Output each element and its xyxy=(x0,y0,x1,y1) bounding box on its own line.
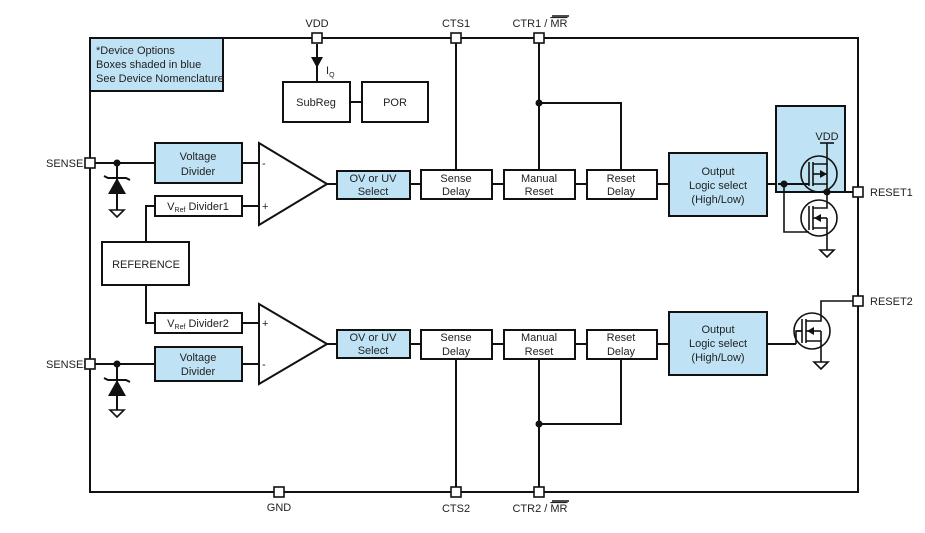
zener-diode-icon xyxy=(103,364,131,419)
ground-icon xyxy=(818,249,836,259)
pin-ctr2: CTR2 / MR xyxy=(512,486,568,515)
ground-icon xyxy=(108,409,126,419)
pin-reset1-pad xyxy=(852,186,864,198)
ctr1-to-reset-delay-wire xyxy=(539,102,622,170)
voltage-divider-1-label-2: Divider xyxy=(181,166,216,178)
comparator-1-plus: + xyxy=(262,201,268,213)
pmos-option-box xyxy=(775,105,846,193)
pin-cts2-label: CTS2 xyxy=(442,503,470,515)
comparator-2-minus: - xyxy=(262,359,266,371)
pin-cts2: CTS2 xyxy=(442,486,470,515)
manual-reset-1-label: Manual xyxy=(521,173,557,185)
por-block xyxy=(361,81,429,123)
output-logic-2-label-2: Logic select xyxy=(689,338,747,350)
sense-delay-1-label: Sense xyxy=(440,173,471,185)
note-line-3: See Device Nomenclature xyxy=(96,73,224,85)
pin-sense1-label: SENSE1 xyxy=(46,158,89,170)
pin-ctr1: CTR1 / MR xyxy=(512,18,622,170)
output-logic-2-label: Output xyxy=(701,324,734,336)
output-logic-1-label-3: (High/Low) xyxy=(691,194,744,206)
device-options-note: *Device Options Boxes shaded in blue See… xyxy=(89,37,224,92)
pin-cts2-pad xyxy=(450,486,462,498)
ground-icon xyxy=(108,209,126,219)
ov-uv-select-2-label-2: Select xyxy=(358,345,389,357)
note-line-1: *Device Options xyxy=(96,45,175,57)
ov-uv-select-1-label-2: Select xyxy=(358,186,389,198)
sense-delay-1-label-2: Delay xyxy=(442,186,471,198)
nmos-transistor-icon xyxy=(800,192,838,250)
sense-delay-1 xyxy=(420,169,493,200)
manual-reset-1-label-2: Reset xyxy=(525,186,554,198)
pin-sense2-label: SENSE2 xyxy=(46,359,89,371)
reset-delay-2-label: Reset xyxy=(607,332,636,344)
pin-reset2-label: RESET2 xyxy=(870,296,913,308)
pin-sense1-pad xyxy=(84,157,96,169)
pin-cts1: CTS1 xyxy=(442,18,470,170)
channel-2: VRef Divider2 SENSE2 Voltage Divider + -… xyxy=(46,295,913,487)
voltage-divider-2-label: Voltage xyxy=(180,352,217,364)
pin-gnd-label: GND xyxy=(267,502,292,514)
reset-delay-1-label: Reset xyxy=(607,173,636,185)
sense-delay-2-label-2: Delay xyxy=(442,346,471,358)
output-logic-2 xyxy=(668,311,768,376)
pin-gnd-pad xyxy=(273,486,285,498)
pin-ctr1-label: CTR1 / MR xyxy=(512,18,567,30)
manual-reset-2-label: Manual xyxy=(521,332,557,344)
junction-dot xyxy=(535,420,543,428)
reset-delay-1 xyxy=(586,169,658,200)
vref-divider-2-label: VRef Divider2 xyxy=(167,318,229,331)
pin-gnd: GND xyxy=(267,486,292,514)
pin-vdd-label: VDD xyxy=(305,18,328,30)
reference-label: REFERENCE xyxy=(112,259,180,271)
nmos-open-drain-icon xyxy=(793,300,853,362)
ctr2-to-reset-delay-wire xyxy=(539,359,622,425)
pin-reset1-label: RESET1 xyxy=(870,187,913,199)
sense-delay-2-label: Sense xyxy=(440,332,471,344)
zener-diode-icon xyxy=(103,163,131,219)
pin-sense2-pad xyxy=(84,358,96,370)
reference-block xyxy=(101,241,190,286)
output-logic-1-label-2: Logic select xyxy=(689,180,747,192)
pin-ctr2-pad xyxy=(533,486,545,498)
reset-delay-1-label-2: Delay xyxy=(607,186,636,198)
subreg-label: SubReg xyxy=(296,97,336,109)
iq-arrow-icon xyxy=(311,57,323,68)
channel-1: SENSE1 Voltage Divider VRef Divider1 - +… xyxy=(46,105,913,259)
pin-cts1-label: CTS1 xyxy=(442,18,470,30)
vref-divider-1-label: VRef Divider1 xyxy=(167,201,229,214)
mosfet-vdd-label: VDD xyxy=(815,131,838,143)
iq-label: IQ xyxy=(326,65,335,79)
voltage-divider-2-label-2: Divider xyxy=(181,366,216,378)
voltage-divider-2 xyxy=(154,346,243,382)
output-logic-1-label: Output xyxy=(701,166,734,178)
comparator-1-minus: - xyxy=(262,158,266,170)
pin-reset2-pad xyxy=(852,295,864,307)
comparator-2-plus: + xyxy=(262,318,268,330)
pin-vdd: VDD IQ xyxy=(305,18,335,82)
ov-uv-select-2 xyxy=(336,329,411,359)
note-box xyxy=(89,37,224,92)
ref-to-vref1-wire xyxy=(145,205,155,242)
ov-uv-select-1-label: OV or UV xyxy=(349,173,397,185)
pin-ctr2-label: CTR2 / MR xyxy=(512,503,567,515)
pin-ctr1-pad xyxy=(533,32,545,44)
reset-delay-2-label-2: Delay xyxy=(607,346,636,358)
por-label: POR xyxy=(383,97,407,109)
comparator-2 xyxy=(258,302,329,386)
ground-icon xyxy=(812,361,830,371)
comparator-1 xyxy=(258,141,329,227)
pin-cts1-pad xyxy=(450,32,462,44)
pin-vdd-pad xyxy=(311,32,323,44)
junction-dot xyxy=(535,99,543,107)
device-boundary xyxy=(89,37,859,493)
note-line-2: Boxes shaded in blue xyxy=(96,59,201,71)
ref-to-vref2-wire xyxy=(145,285,155,324)
ov-uv-select-2-label: OV or UV xyxy=(349,332,397,344)
manual-reset-2-label-2: Reset xyxy=(525,346,554,358)
output-logic-2-label-3: (High/Low) xyxy=(691,352,744,364)
voltage-divider-1-label: Voltage xyxy=(180,151,217,163)
